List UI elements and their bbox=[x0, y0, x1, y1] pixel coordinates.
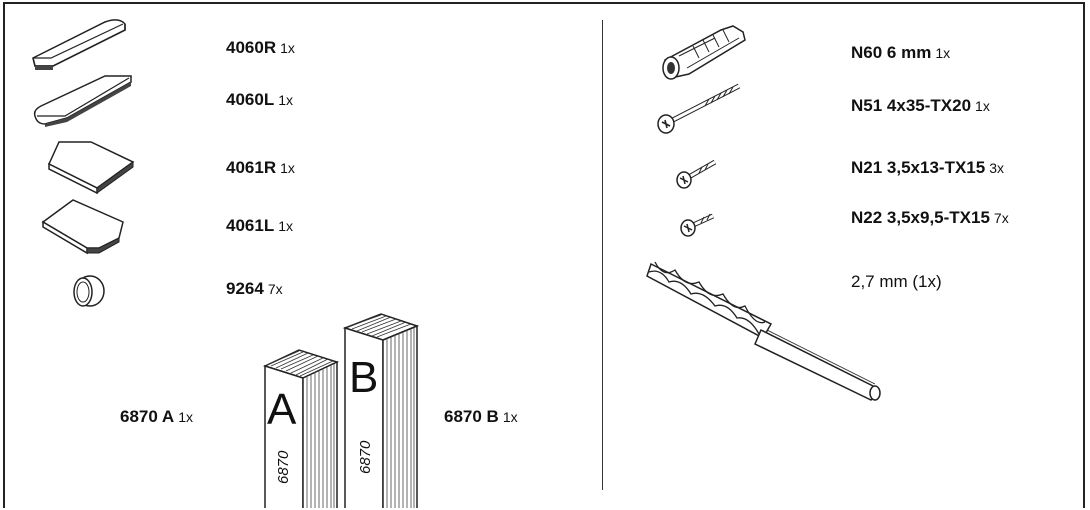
box-a-code: 6870 bbox=[275, 450, 292, 484]
box-b-code: 6870 bbox=[357, 440, 374, 474]
round-pad-icon bbox=[69, 272, 107, 310]
plate-left-icon bbox=[31, 72, 135, 128]
column-divider bbox=[602, 20, 603, 490]
drill-bit-icon bbox=[645, 256, 883, 406]
corner-plate-left-icon bbox=[39, 198, 131, 256]
box-a-icon bbox=[261, 346, 341, 508]
long-screw-icon bbox=[653, 80, 745, 136]
box-b-letter: B bbox=[349, 353, 379, 402]
corner-plate-right-icon bbox=[45, 138, 137, 196]
short-screw-icon bbox=[673, 156, 719, 190]
part-label-drill-bit: 2,7 mm (1x) bbox=[851, 272, 942, 291]
small-screw-icon bbox=[677, 208, 717, 240]
box-b-icon bbox=[341, 310, 421, 508]
wall-plug-icon bbox=[659, 22, 749, 84]
box-a-letter: A bbox=[267, 385, 297, 434]
plate-right-icon bbox=[29, 18, 129, 70]
